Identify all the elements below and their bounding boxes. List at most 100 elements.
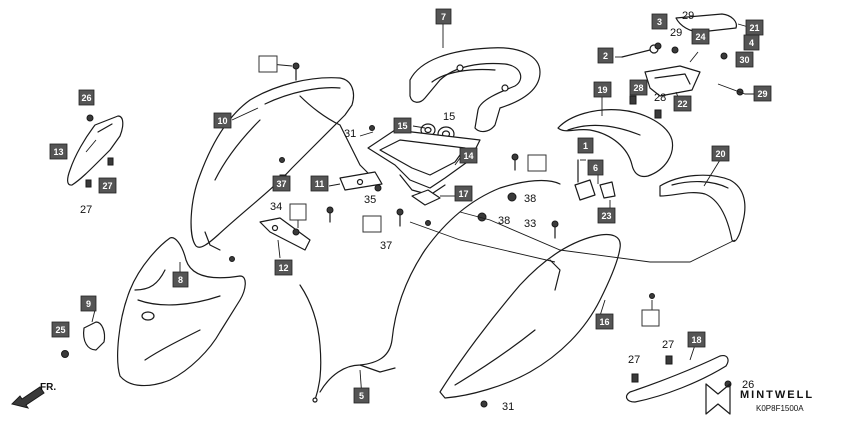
svg-text:29: 29	[757, 89, 767, 99]
svg-text:27: 27	[102, 181, 112, 191]
svg-text:8: 8	[178, 275, 183, 285]
small-bracket-part	[259, 217, 311, 251]
svg-text:24: 24	[695, 32, 705, 42]
latch-1-part	[574, 159, 616, 201]
label-6: 6	[587, 159, 604, 176]
label-4: 4	[743, 34, 760, 51]
label-27-right-upper: 27	[662, 339, 674, 351]
label-2: 2	[597, 47, 614, 64]
svg-text:23: 23	[601, 211, 611, 221]
svg-text:26: 26	[81, 93, 91, 103]
svg-text:1: 1	[583, 141, 588, 151]
long-bolt-part	[621, 44, 659, 58]
svg-text:37: 37	[276, 179, 286, 189]
main-body-panel-part	[299, 179, 561, 403]
svg-text:12: 12	[278, 263, 288, 273]
label-11: 11	[310, 175, 329, 192]
stay-bracket-part	[339, 171, 383, 191]
label-8: 8	[172, 271, 189, 288]
clip-17-part	[411, 189, 441, 206]
label-20: 20	[711, 145, 730, 162]
svg-text:17: 17	[458, 189, 468, 199]
label-35: 35	[364, 194, 376, 206]
label-27: 27	[98, 177, 117, 194]
label-15: 15	[393, 117, 412, 134]
svg-text:7: 7	[441, 12, 446, 22]
svg-text:10: 10	[217, 116, 227, 126]
label-3: 3	[651, 13, 668, 30]
svg-text:30: 30	[739, 55, 749, 65]
label-22: 22	[673, 95, 692, 112]
svg-text:28: 28	[633, 83, 643, 93]
brand-watermark: MINTWELL K0P8F1500A	[705, 383, 814, 415]
svg-text:13: 13	[53, 147, 63, 157]
front-direction-arrow: FR.	[11, 382, 56, 409]
svg-text:19: 19	[597, 85, 607, 95]
label-37-plain: 37	[380, 240, 392, 252]
label-29-top: 29	[682, 10, 694, 22]
diagram-code: K0P8F1500A	[756, 404, 804, 413]
svg-text:16: 16	[599, 317, 609, 327]
svg-text:3: 3	[657, 17, 662, 27]
svg-text:2: 2	[603, 51, 608, 61]
label-29-mid: 29	[670, 27, 682, 39]
label-30: 30	[735, 51, 754, 68]
svg-text:14: 14	[463, 151, 473, 161]
boxed-labels: 7 3 21 2 24 4 30 26 10 19 28 22 29 13 27…	[49, 8, 772, 404]
label-33: 33	[524, 218, 536, 230]
svg-text:22: 22	[677, 99, 687, 109]
svg-text:11: 11	[315, 179, 325, 189]
svg-text:5: 5	[359, 391, 364, 401]
svg-text:21: 21	[749, 23, 759, 33]
grommet-part	[83, 321, 106, 351]
upper-bracket-part	[644, 65, 701, 97]
label-37: 37	[272, 175, 291, 192]
label-17: 17	[454, 185, 473, 202]
label-7: 7	[435, 8, 452, 25]
label-15-plain: 15	[443, 111, 455, 123]
svg-text:18: 18	[691, 335, 701, 345]
right-side-cover-part	[439, 233, 621, 399]
label-14: 14	[459, 147, 478, 164]
label-1: 1	[577, 137, 594, 154]
svg-text:6: 6	[593, 163, 598, 173]
label-23: 23	[597, 207, 616, 224]
svg-text:9: 9	[86, 299, 91, 309]
label-27-right-lower: 27	[628, 354, 640, 366]
label-27-left: 27	[80, 204, 92, 216]
grab-rail-part	[409, 47, 541, 133]
svg-text:25: 25	[55, 325, 65, 335]
label-16: 16	[595, 313, 614, 330]
rear-top-cover-part	[557, 109, 674, 178]
empty-reference-boxes	[258, 55, 660, 327]
left-side-cover-part	[190, 77, 371, 251]
plain-labels: 29 29 28 15 31 35 38 38 34 33 37 27 27 2…	[80, 10, 754, 413]
label-38-lower: 38	[498, 215, 510, 227]
label-5: 5	[353, 387, 370, 404]
label-21: 21	[745, 19, 764, 36]
brand-logo-icon	[705, 383, 731, 415]
direction-label: FR.	[40, 382, 56, 393]
label-31-bottom: 31	[502, 401, 514, 413]
label-12: 12	[274, 259, 293, 276]
label-28-right: 28	[654, 92, 666, 104]
svg-text:15: 15	[397, 121, 407, 131]
brand-name: MINTWELL	[740, 389, 814, 401]
front-inner-cover-part	[117, 237, 246, 387]
label-26: 26	[78, 89, 95, 106]
label-26-right: 26	[742, 379, 754, 391]
label-10: 10	[213, 112, 232, 129]
label-24: 24	[691, 28, 710, 45]
label-29: 29	[753, 85, 772, 102]
svg-text:20: 20	[715, 149, 725, 159]
label-18: 18	[687, 331, 706, 348]
label-34: 34	[270, 201, 282, 213]
label-19: 19	[593, 81, 612, 98]
label-9: 9	[80, 295, 97, 312]
label-28: 28	[629, 79, 648, 96]
label-38-upper: 38	[524, 193, 536, 205]
svg-text:4: 4	[749, 38, 754, 48]
tail-emblem-part	[675, 13, 737, 33]
left-small-panel-part	[67, 115, 124, 186]
